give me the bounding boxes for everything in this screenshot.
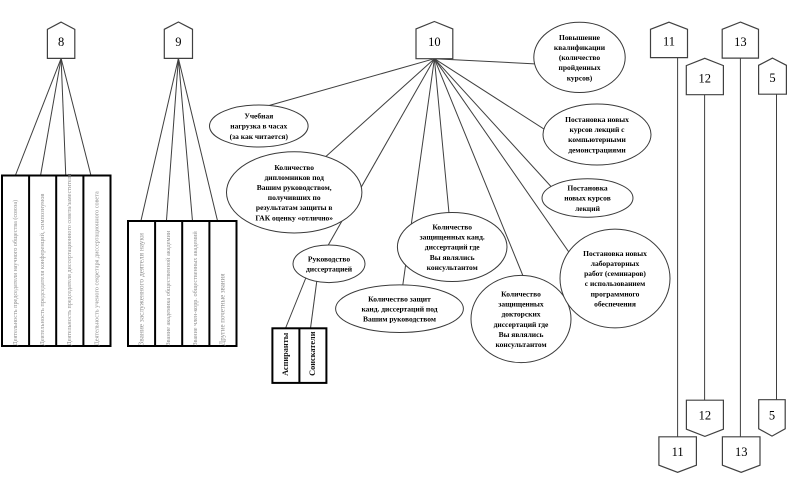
svg-text:Руководство: Руководство xyxy=(308,254,350,263)
svg-text:Постановка новых: Постановка новых xyxy=(565,115,629,124)
svg-text:консультантом: консультантом xyxy=(427,263,478,272)
svg-text:Учебная: Учебная xyxy=(244,112,273,121)
svg-text:(за как читается): (за как читается) xyxy=(230,132,289,141)
svg-text:пройденных: пройденных xyxy=(559,63,601,72)
svg-text:5: 5 xyxy=(769,408,775,422)
svg-text:обеспечения: обеспечения xyxy=(594,299,636,308)
svg-text:Вашим руководством: Вашим руководством xyxy=(363,315,436,324)
svg-text:Вы являлись: Вы являлись xyxy=(499,330,544,339)
svg-text:11: 11 xyxy=(663,35,675,49)
svg-text:13: 13 xyxy=(734,35,747,49)
svg-text:курсов): курсов) xyxy=(567,73,593,82)
svg-text:лекций: лекций xyxy=(575,204,601,213)
svg-text:консультантом: консультантом xyxy=(495,340,546,349)
svg-text:Деятельность председателя конф: Деятельность председателя конференций, с… xyxy=(39,194,46,346)
svg-text:докторских: докторских xyxy=(501,310,540,319)
svg-text:компьютерными: компьютерными xyxy=(568,135,626,144)
svg-text:(количество: (количество xyxy=(559,53,601,62)
svg-text:результатам защиты в: результатам защиты в xyxy=(256,203,333,212)
svg-text:дипломников под: дипломников под xyxy=(265,173,325,182)
svg-text:курсов лекций с: курсов лекций с xyxy=(570,125,626,134)
svg-text:12: 12 xyxy=(699,409,712,423)
svg-text:Деятельность ученого секретаря: Деятельность ученого секретаря диссертац… xyxy=(93,191,100,345)
svg-text:Звание заслуженного деятеля на: Звание заслуженного деятеля науки xyxy=(136,233,145,345)
svg-text:Соискатели: Соискатели xyxy=(308,331,317,376)
svg-text:Количество: Количество xyxy=(274,163,314,172)
svg-text:Постановка новых: Постановка новых xyxy=(583,249,647,258)
svg-text:Звание член-корр. общественных: Звание член-корр. общественных академий xyxy=(192,231,199,346)
svg-text:программного: программного xyxy=(591,289,640,298)
svg-text:диссертаций где: диссертаций где xyxy=(494,320,549,329)
svg-text:Аспиранты: Аспиранты xyxy=(281,332,290,376)
svg-text:Количество: Количество xyxy=(501,289,541,298)
svg-text:демонстрациями: демонстрациями xyxy=(568,145,626,154)
svg-text:5: 5 xyxy=(769,71,775,85)
svg-text:защищенных: защищенных xyxy=(498,300,544,309)
svg-text:с использованием: с использованием xyxy=(585,279,645,288)
svg-text:защищенных канд.: защищенных канд. xyxy=(420,233,485,242)
svg-text:Количество защит: Количество защит xyxy=(368,294,431,303)
svg-text:12: 12 xyxy=(699,71,712,85)
svg-text:Постановка: Постановка xyxy=(567,184,608,193)
svg-text:Вашим руководством,: Вашим руководством, xyxy=(257,183,332,192)
svg-text:Звание академика общественной: Звание академика общественной академии xyxy=(165,230,172,345)
svg-text:9: 9 xyxy=(175,35,181,49)
svg-text:Деятельность председателя дисс: Деятельность председателя диссертационно… xyxy=(67,173,73,345)
svg-text:8: 8 xyxy=(58,35,64,49)
svg-text:диссертаций где: диссертаций где xyxy=(425,243,480,252)
svg-text:10: 10 xyxy=(428,35,441,49)
svg-text:нагрузка в часах: нагрузка в часах xyxy=(230,122,287,131)
svg-text:Вы являлись: Вы являлись xyxy=(430,253,475,262)
svg-text:13: 13 xyxy=(735,445,748,459)
svg-text:11: 11 xyxy=(672,445,684,459)
svg-text:квалификации: квалификации xyxy=(554,43,606,52)
svg-text:канд. диссертаций под: канд. диссертаций под xyxy=(361,304,437,313)
svg-text:лабораторных: лабораторных xyxy=(591,259,640,268)
svg-text:ГАК оценку «отлично»: ГАК оценку «отлично» xyxy=(255,213,333,222)
svg-text:получивших по: получивших по xyxy=(268,193,321,202)
svg-text:новых курсов: новых курсов xyxy=(564,194,611,203)
svg-text:Другие почетные звания: Другие почетные звания xyxy=(219,273,226,346)
svg-text:Повышение: Повышение xyxy=(559,33,601,42)
svg-text:Количество: Количество xyxy=(432,223,472,232)
svg-text:работ (семинаров): работ (семинаров) xyxy=(584,269,646,278)
svg-text:Деятельность председателя науч: Деятельность председателя научного общес… xyxy=(12,200,19,346)
svg-text:диссертацией: диссертацией xyxy=(306,265,353,274)
